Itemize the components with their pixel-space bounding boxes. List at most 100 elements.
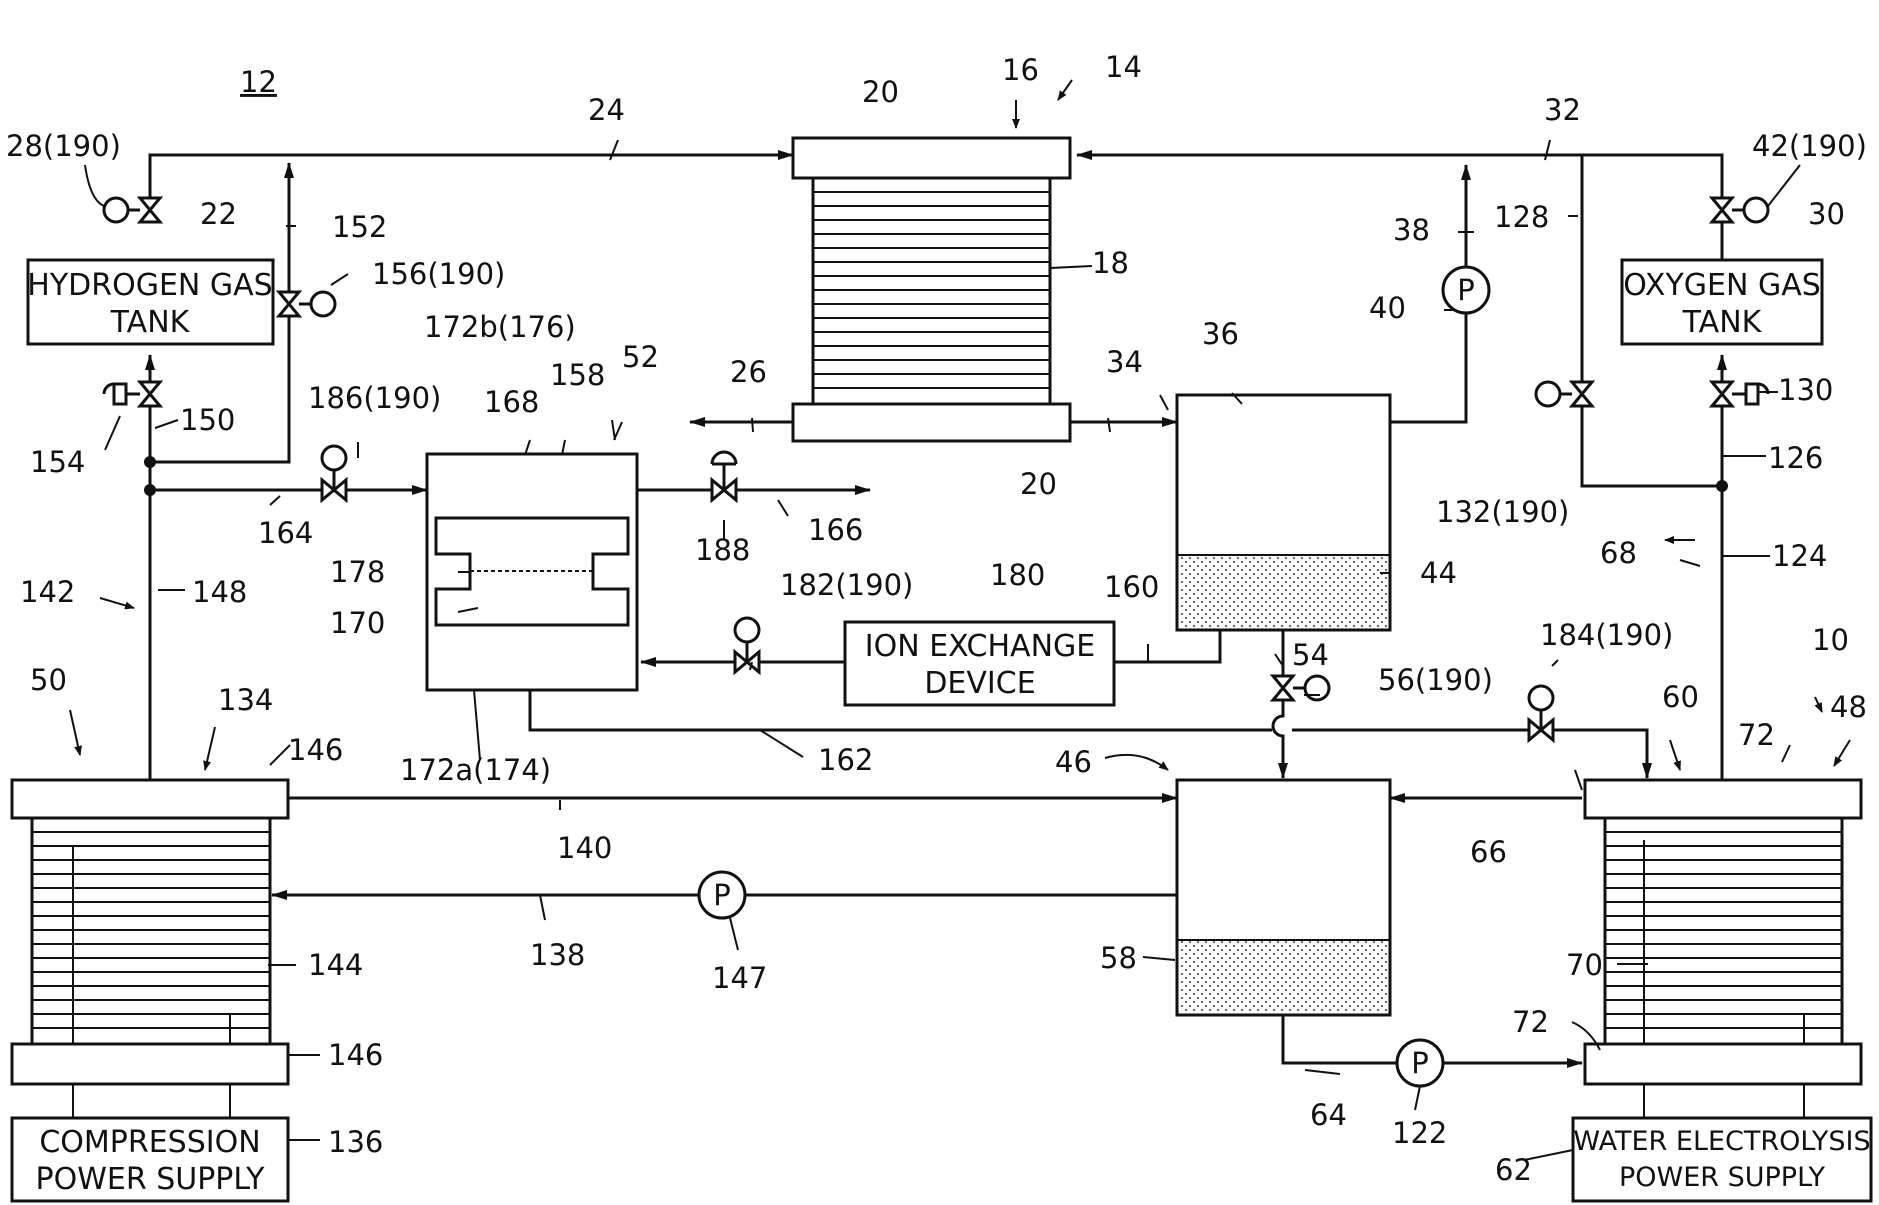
electrolysis-power-line1: WATER ELECTROLYSIS [1573,1126,1870,1157]
label-147: 147 [712,961,767,995]
gas-liquid-separator-36 [1177,395,1390,630]
valve-188 [712,452,736,500]
oxygen-tank-line2: TANK [1682,305,1763,340]
label-56: 56(190) [1378,663,1493,697]
electrolysis-stack [1585,780,1861,1084]
label-188: 188 [695,533,750,567]
label-162: 162 [818,743,873,777]
label-48: 48 [1830,690,1867,724]
label-28: 28(190) [6,129,121,163]
ion-exchange-line2: DEVICE [924,666,1035,701]
valve-130 [1712,382,1768,406]
label-142: 142 [20,575,75,609]
label-158: 158 [550,358,605,392]
label-184: 184(190) [1540,618,1673,652]
label-58: 58 [1100,941,1137,975]
label-178: 178 [330,555,385,589]
label-32: 32 [1544,93,1581,127]
label-146-top: 146 [288,733,343,767]
label-128: 128 [1494,200,1549,234]
valve-154 [104,382,160,406]
label-66: 66 [1470,835,1507,869]
label-62: 62 [1495,1153,1532,1187]
label-60: 60 [1662,680,1699,714]
label-180: 180 [990,558,1045,592]
svg-text:P: P [1457,273,1475,307]
oxygen-tank-line1: OXYGEN GAS [1623,268,1821,303]
label-172b: 172b(176) [424,310,576,344]
label-20-bottom: 20 [1020,467,1057,501]
label-150: 150 [180,403,235,437]
svg-text:P: P [713,878,731,912]
end-plate-bottom [793,404,1070,441]
label-182: 182(190) [780,568,913,602]
ion-exchange-line1: ION EXCHANGE [865,629,1095,664]
compression-power-line1: COMPRESSION [39,1125,260,1160]
label-16: 16 [1002,53,1039,87]
label-156: 156(190) [372,257,505,291]
label-152: 152 [332,210,387,244]
valve-56 [1273,676,1329,700]
label-40: 40 [1369,291,1406,325]
pump-40: P [1443,267,1489,313]
label-72-top: 72 [1738,718,1775,752]
label-164: 164 [258,516,313,550]
valve-186 [322,446,346,500]
label-42: 42(190) [1752,129,1867,163]
svg-text:P: P [1411,1046,1429,1080]
figure-id: 12 [240,65,277,99]
electrolysis-power-line2: POWER SUPPLY [1619,1162,1826,1193]
label-154: 154 [30,445,85,479]
label-18: 18 [1092,246,1129,280]
label-186: 186(190) [308,381,441,415]
valve-132 [1536,382,1592,406]
label-34: 34 [1106,345,1143,379]
label-10: 10 [1812,623,1849,657]
label-134: 134 [218,683,273,717]
label-54: 54 [1292,638,1329,672]
hydrogen-tank-line1: HYDROGEN GAS [27,268,272,303]
label-124: 124 [1772,539,1827,573]
label-132: 132(190) [1436,495,1569,529]
compression-power-line2: POWER SUPPLY [36,1162,266,1197]
hydrogen-tank-line2: TANK [110,305,191,340]
label-148: 148 [192,575,247,609]
label-160: 160 [1104,570,1159,604]
valve-182 [735,618,759,672]
label-22: 22 [200,197,237,231]
label-50: 50 [30,663,67,697]
label-122: 122 [1392,1116,1447,1150]
label-52: 52 [622,340,659,374]
label-36: 36 [1202,317,1239,351]
label-68: 68 [1600,536,1637,570]
water-tank-46 [1177,780,1390,1015]
label-138: 138 [530,938,585,972]
label-26: 26 [730,355,767,389]
label-72-bottom: 72 [1512,1005,1549,1039]
label-38: 38 [1393,213,1430,247]
label-144: 144 [308,948,363,982]
label-168: 168 [484,385,539,419]
label-126: 126 [1768,441,1823,475]
valve-42 [1712,198,1768,222]
pump-147: P [699,872,745,918]
label-136: 136 [328,1125,383,1159]
label-170: 170 [330,606,385,640]
label-70: 70 [1566,948,1603,982]
valve-156 [279,292,335,316]
label-30: 30 [1808,197,1845,231]
label-140: 140 [557,831,612,865]
label-130: 130 [1778,373,1833,407]
compression-stack [12,780,288,1084]
label-46: 46 [1055,745,1092,779]
label-14: 14 [1105,50,1142,84]
label-172a: 172a(174) [400,753,551,787]
label-146-bottom: 146 [328,1038,383,1072]
label-166: 166 [808,513,863,547]
valve-184 [1529,686,1553,740]
label-24: 24 [588,93,625,127]
label-20-top: 20 [862,75,899,109]
fuel-cell-stack [793,138,1070,441]
label-44: 44 [1420,556,1457,590]
